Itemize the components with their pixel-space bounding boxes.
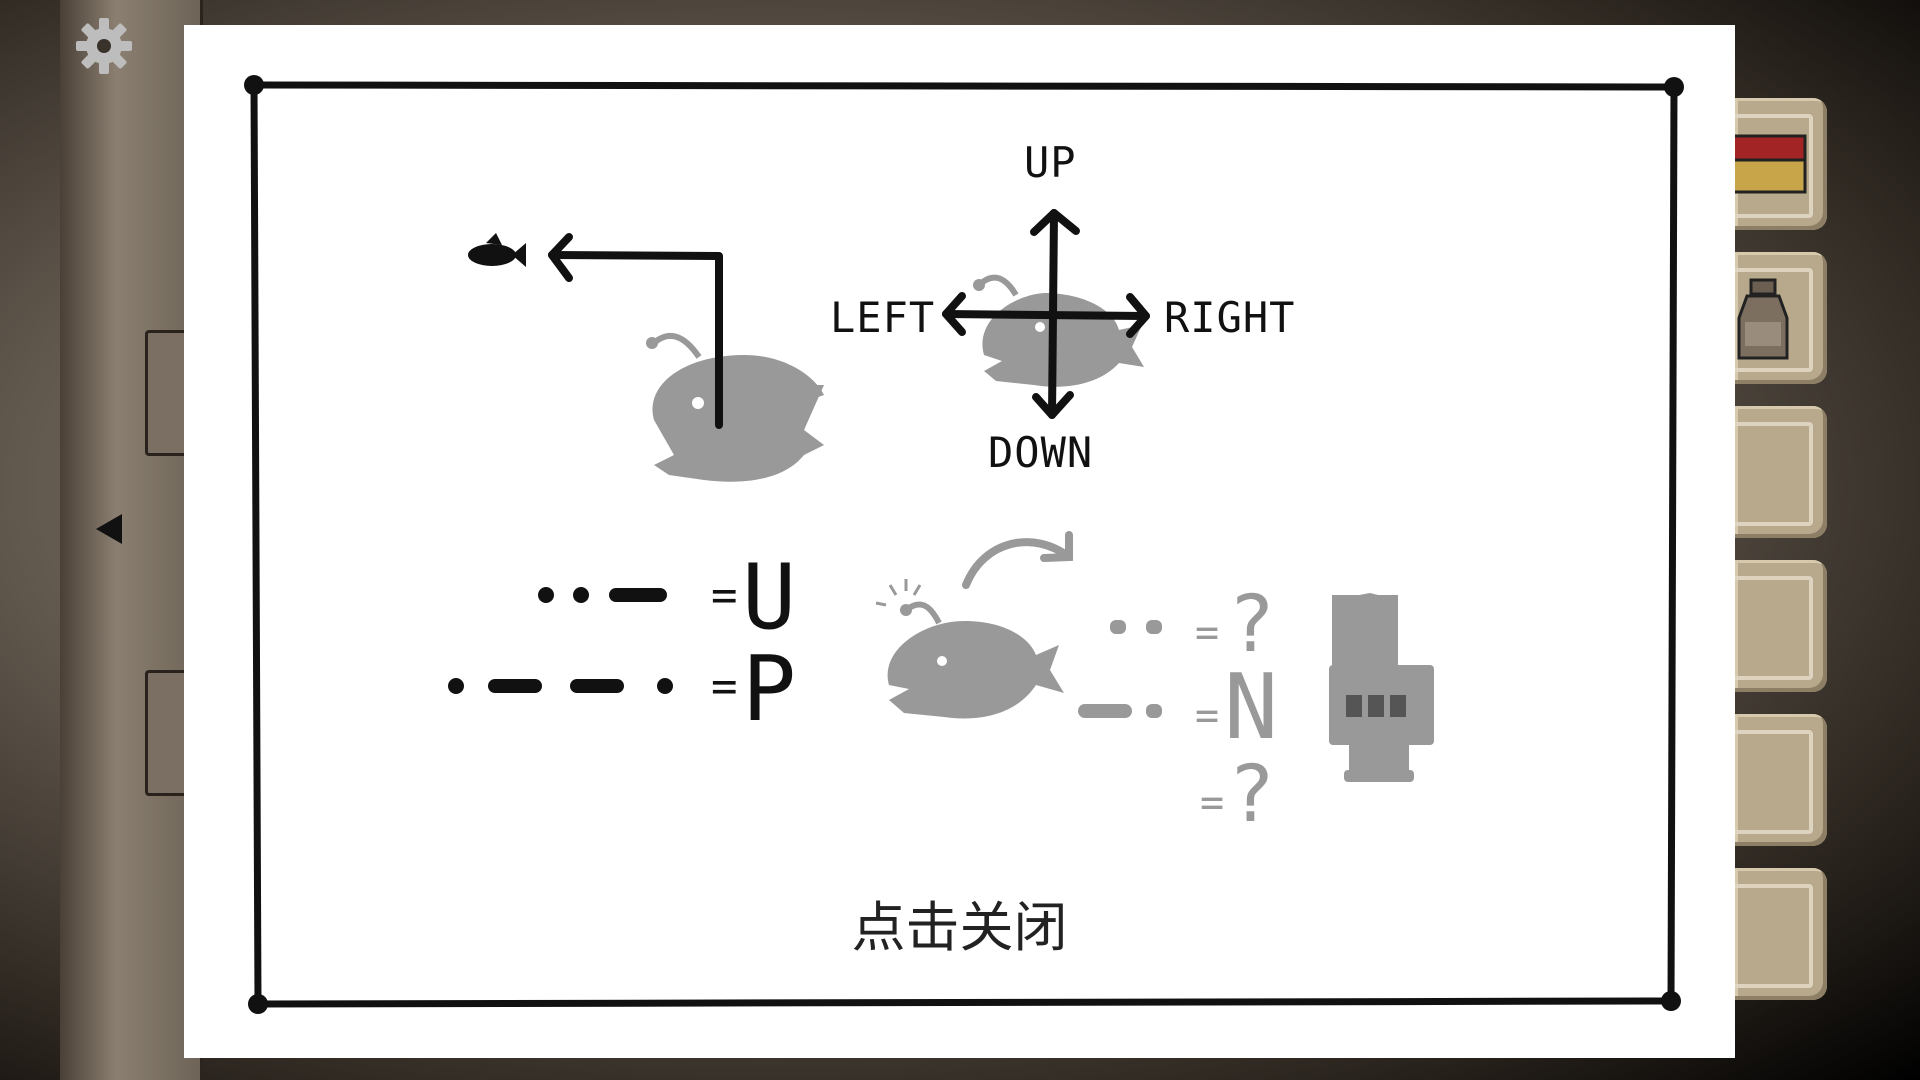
morse-letter-unknown-2: ? [1228, 750, 1276, 840]
direction-cross [942, 209, 1150, 419]
inventory-slot-2[interactable] [1729, 252, 1827, 384]
morse-known-p [448, 678, 673, 694]
morse-equals: = [711, 661, 739, 712]
direction-down-label: DOWN [988, 428, 1094, 477]
morse-letter-unknown-1: ? [1228, 580, 1276, 670]
morse-unknown [1078, 620, 1162, 718]
morse-letter-u: U [742, 545, 798, 650]
inventory-slot-5[interactable] [1729, 714, 1827, 846]
anglerfish-icon [646, 332, 824, 482]
scene-wall [60, 0, 203, 1080]
inventory-slot-6[interactable] [1729, 868, 1827, 1000]
bottle-icon[interactable] [1733, 278, 1793, 362]
gear-icon[interactable] [72, 14, 136, 78]
small-fish-icon [468, 233, 526, 267]
direction-right-label: RIGHT [1164, 293, 1296, 342]
morse-equals: = [1195, 610, 1221, 656]
anglerfish-lure-icon [875, 579, 1064, 719]
inventory-slot-1[interactable] [1727, 98, 1827, 230]
anglerfish-center-icon [973, 274, 1144, 387]
inventory-slot-frame [1729, 884, 1813, 988]
path-arrow [548, 233, 723, 429]
morse-equals: = [1200, 780, 1226, 826]
morse-letter-n: N [1224, 655, 1280, 760]
inventory-slot-frame [1729, 730, 1813, 834]
direction-left-label: LEFT [830, 293, 936, 342]
code-lock-icon [1329, 593, 1434, 782]
scene-pipe [145, 670, 191, 796]
fish-eye [1035, 322, 1045, 332]
morse-letter-p: P [742, 637, 798, 742]
inventory-slot-3[interactable] [1729, 406, 1827, 538]
note-drawing [244, 75, 1684, 1014]
inventory-slot-frame [1729, 422, 1813, 526]
matchbox-icon[interactable] [1727, 134, 1807, 194]
morse-equals: = [711, 570, 739, 621]
direction-up-label: UP [1024, 138, 1077, 187]
note-modal[interactable]: UP DOWN LEFT RIGHT ..- .--. .. -. = U = … [184, 25, 1735, 1058]
note-border [250, 81, 1678, 1008]
close-hint-button[interactable]: 点击关闭 [851, 896, 1068, 959]
inventory-slot-4[interactable] [1729, 560, 1827, 692]
morse-equals: = [1195, 693, 1221, 739]
swim-arrow [962, 531, 1073, 589]
morse-known-u [538, 587, 667, 603]
left-arrow-icon[interactable] [94, 512, 124, 546]
fish-eye [937, 656, 947, 666]
note-border-corners [244, 75, 1684, 1014]
inventory-slot-frame [1729, 576, 1813, 680]
fish-eye [692, 397, 704, 409]
